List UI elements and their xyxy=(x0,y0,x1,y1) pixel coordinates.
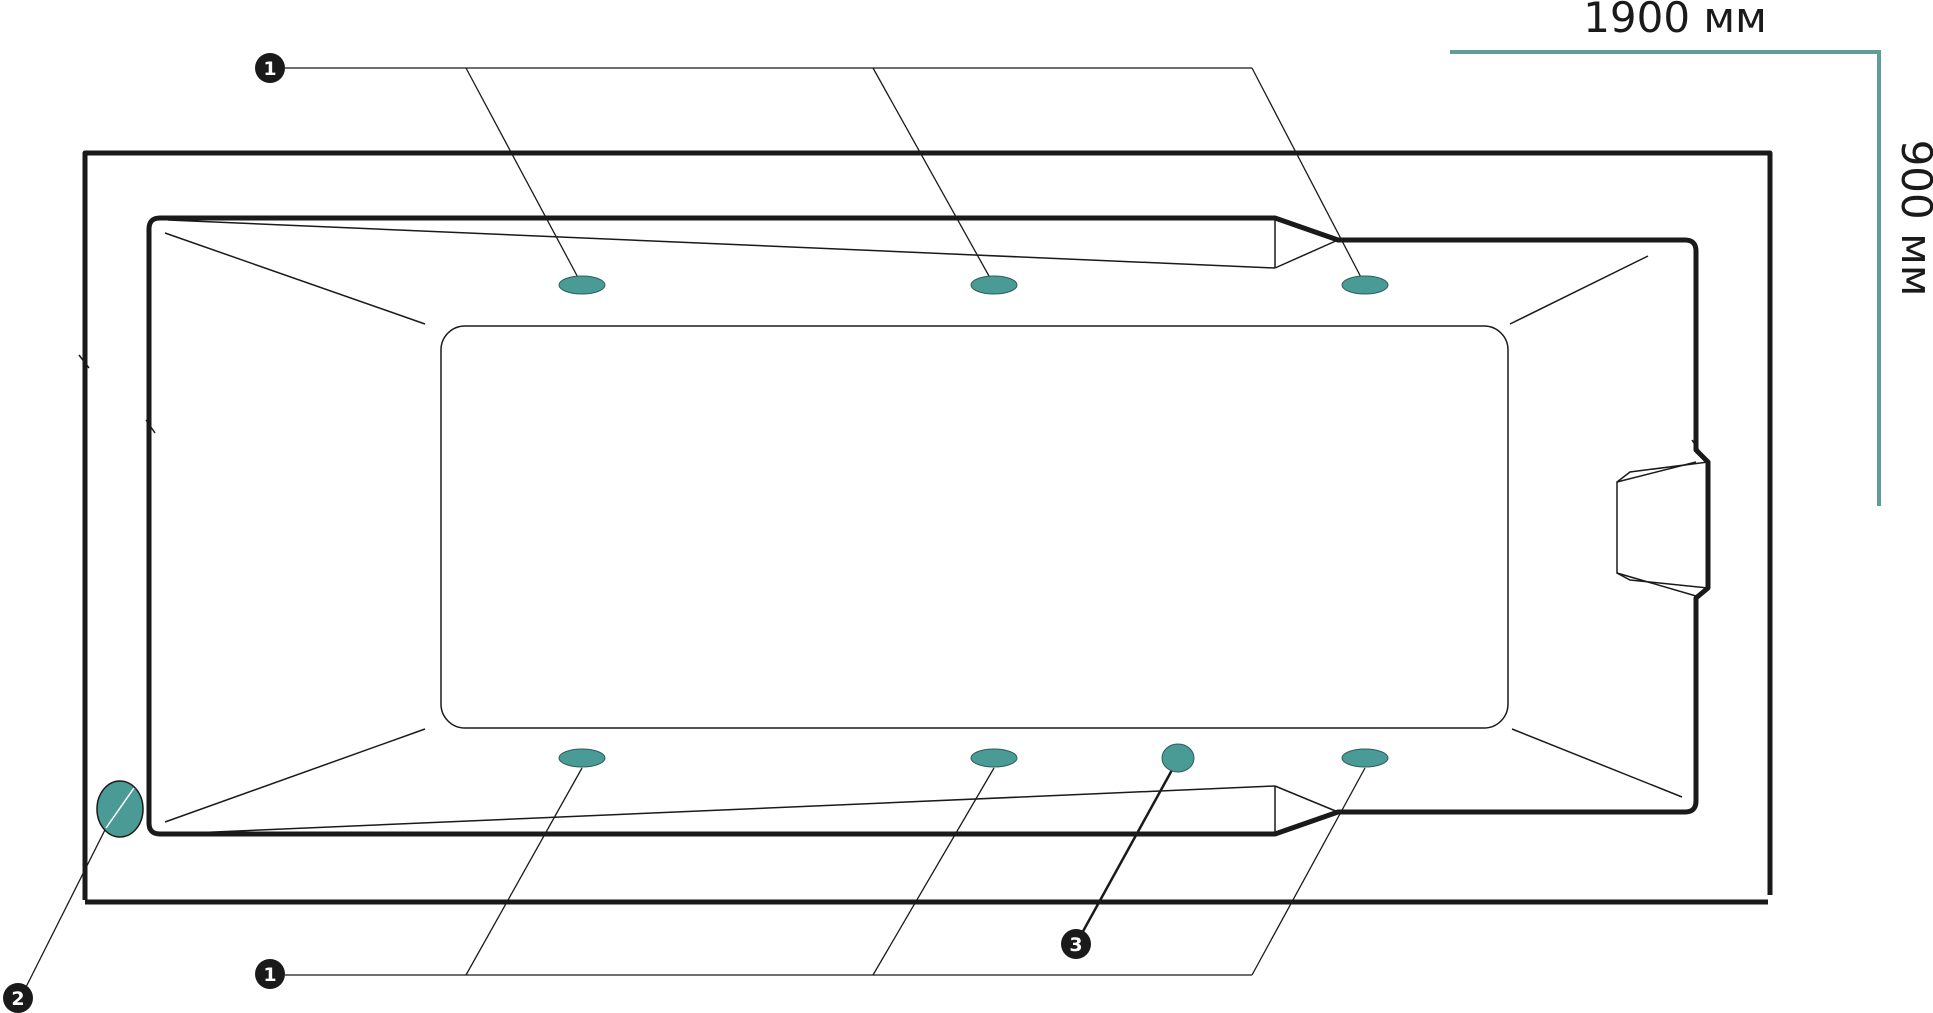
svg-text:1: 1 xyxy=(263,964,276,986)
jet-bottom-3 xyxy=(1341,748,1389,768)
wall-slope-lines xyxy=(164,232,1683,823)
callout-drain: 3 xyxy=(1061,929,1091,959)
overflow xyxy=(96,780,144,838)
callout-jets-top: 1 xyxy=(255,53,285,83)
length-label: 1900 мм xyxy=(1583,0,1767,42)
backrest-bottom xyxy=(167,785,1339,835)
width-label: 900 мм xyxy=(1892,140,1933,297)
leaders-bottom-jets xyxy=(285,767,1366,976)
jet-top-3 xyxy=(1341,275,1389,295)
jets xyxy=(558,275,1389,768)
headrest-pocket xyxy=(1616,461,1709,597)
jet-top-1 xyxy=(558,275,606,295)
drain xyxy=(1161,743,1195,773)
basin-floor xyxy=(440,325,1509,729)
callout-overflow: 2 xyxy=(3,983,33,1013)
outer-rim xyxy=(82,150,1773,905)
jet-bottom-1 xyxy=(558,748,606,768)
side-ticks xyxy=(78,354,1701,453)
inner-basin-edge xyxy=(146,215,1711,837)
backrest-top xyxy=(167,218,1339,269)
svg-text:3: 3 xyxy=(1069,934,1082,956)
leader-overflow xyxy=(21,799,121,996)
leader-drain xyxy=(1074,769,1174,945)
leaders-top-jets xyxy=(285,67,1366,286)
width-dimension: 900 мм xyxy=(1877,50,1933,506)
callout-jets-bottom: 1 xyxy=(255,959,285,989)
svg-text:2: 2 xyxy=(11,988,24,1010)
jet-top-2 xyxy=(970,275,1018,295)
jet-bottom-2 xyxy=(970,748,1018,768)
length-dimension: 1900 мм xyxy=(1450,0,1880,54)
svg-text:1: 1 xyxy=(263,58,276,80)
